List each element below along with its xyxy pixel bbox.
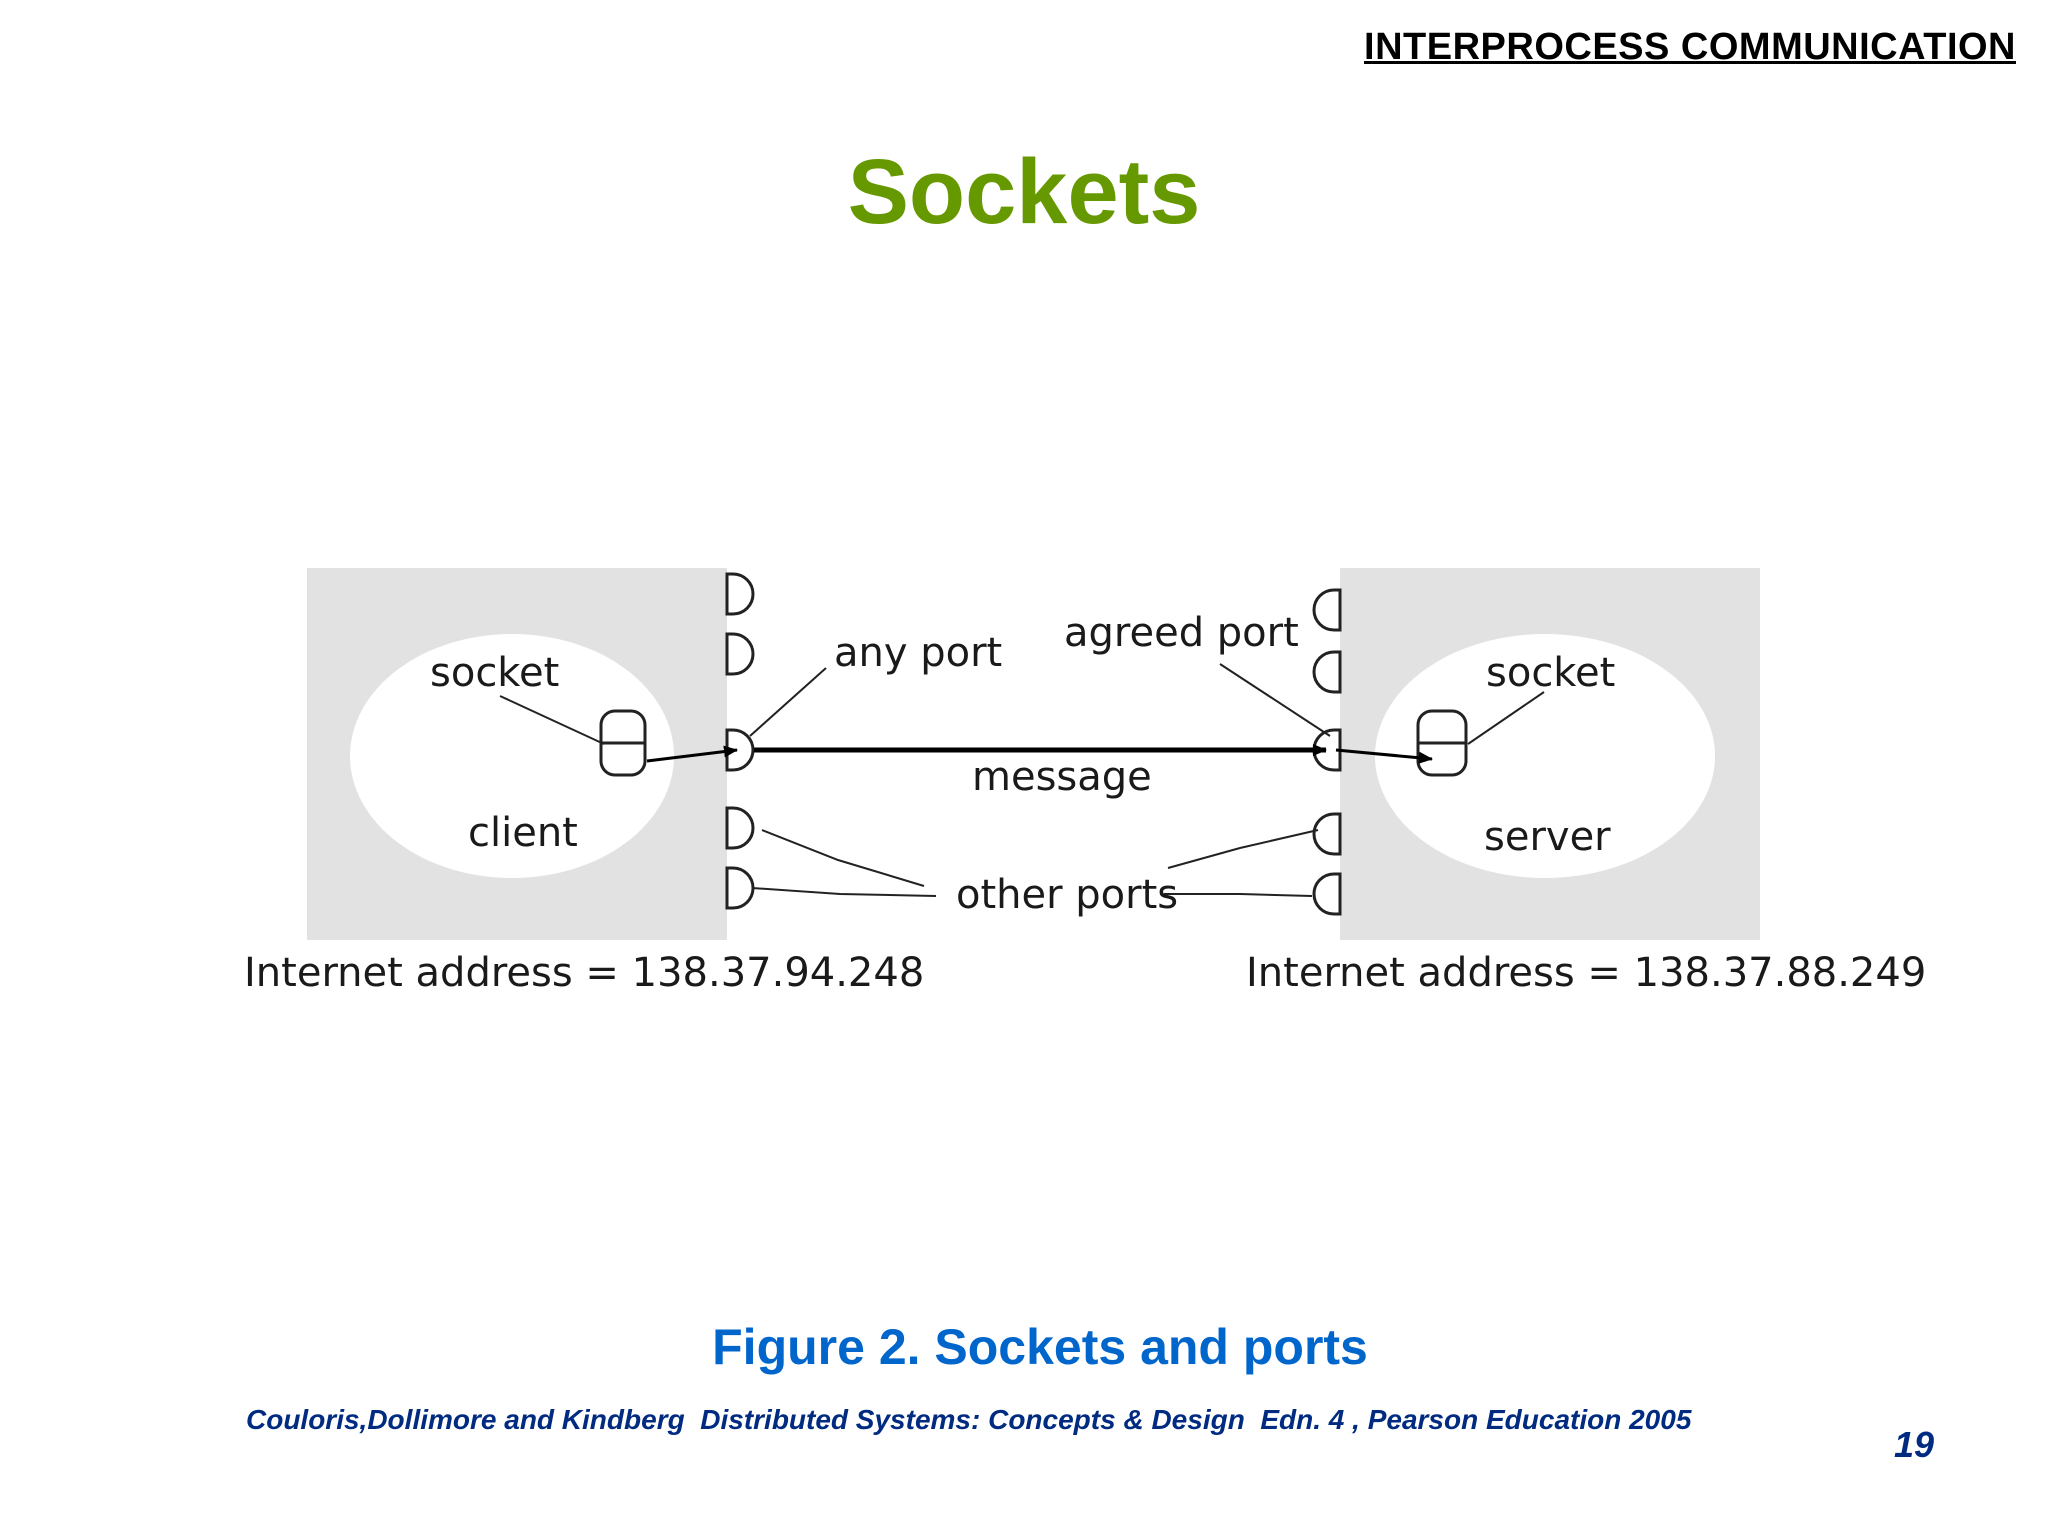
page-number: 19 (1894, 1424, 1935, 1465)
agreed-port-label: agreed port (1064, 610, 1299, 656)
client-other-ports-leader-upper (761, 829, 925, 887)
client-port-any (725, 728, 755, 772)
client-host (307, 568, 727, 940)
server-process-label: server (1484, 814, 1611, 860)
section-header: INTERPROCESS COMMUNICATION (1364, 26, 2016, 68)
slide-title: Sockets (847, 141, 1201, 243)
client-socket-leader (499, 695, 605, 745)
server-socket-label: socket (1486, 650, 1615, 696)
server-socket-icon (1416, 709, 1468, 777)
message-arrows (646, 744, 1433, 764)
figure-caption: Figure 2. Sockets and ports (712, 1319, 1368, 1375)
client-ports (725, 572, 755, 910)
server-port-to-socket-arrow (1335, 748, 1433, 764)
any-port-label: any port (834, 630, 1002, 676)
server-other-ports-leader-upper (1167, 829, 1319, 869)
server-port (1312, 650, 1342, 694)
agreed-port-leader (1219, 663, 1331, 737)
leader-lines (499, 663, 1545, 897)
other-ports-label: other ports (956, 872, 1178, 918)
message-label: message (972, 754, 1152, 800)
client-other-ports-leader-lower (751, 887, 937, 897)
server-port (1312, 812, 1342, 856)
server-address-label: Internet address = 138.37.88.249 (1246, 950, 1926, 996)
server-process-ellipse (1375, 634, 1715, 878)
server-ports (1312, 588, 1342, 916)
server-port (1312, 588, 1342, 632)
client-socket-icon (599, 709, 647, 777)
client-port (725, 572, 755, 616)
citation: Couloris,Dollimore and Kindberg Distribu… (246, 1404, 1692, 1435)
server-host (1340, 568, 1760, 940)
client-port (725, 632, 755, 676)
server-socket-leader (1467, 691, 1545, 745)
client-socket-label: socket (430, 650, 559, 696)
client-process-ellipse (350, 634, 674, 878)
server-port (1312, 872, 1342, 916)
server-other-ports-leader-lower (1164, 893, 1313, 897)
client-process-label: client (468, 810, 578, 856)
client-socket-to-port-arrow (646, 745, 738, 763)
client-port (725, 806, 755, 850)
any-port-leader (749, 667, 827, 737)
client-address-label: Internet address = 138.37.94.248 (244, 950, 924, 996)
client-port (725, 866, 755, 910)
